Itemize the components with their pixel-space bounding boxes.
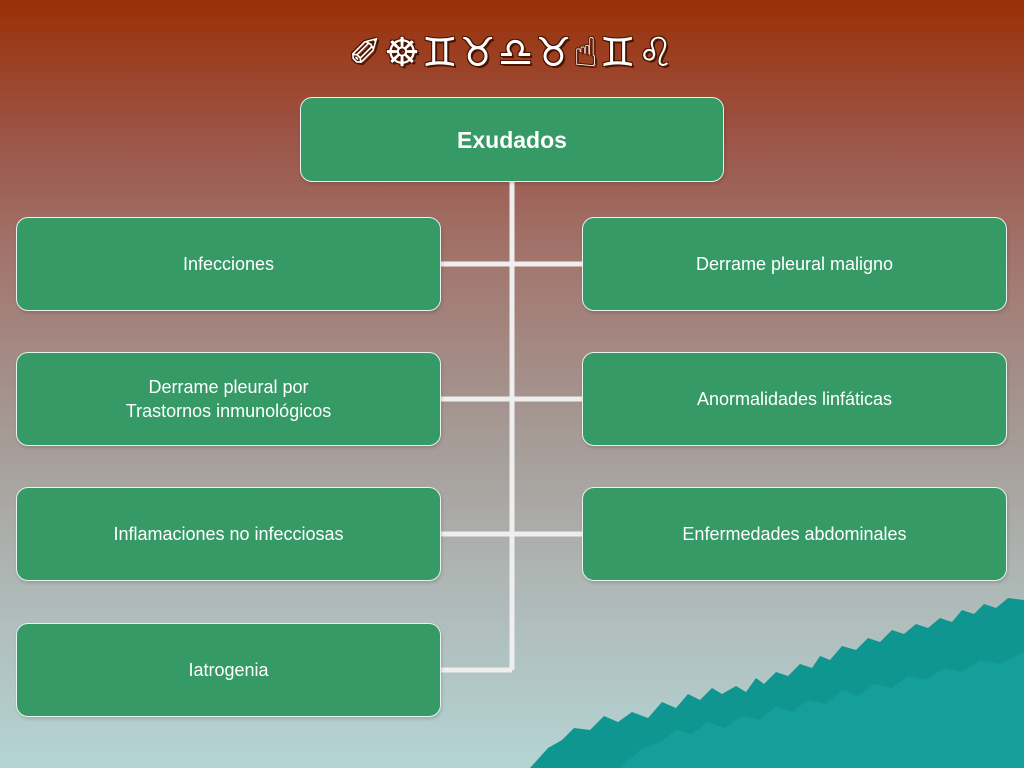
node-exudados: Exudados bbox=[300, 97, 724, 182]
node-anormalidades-linfaticas: Anormalidades linfáticas bbox=[582, 352, 1007, 446]
slide-title: ✐☸♊♉♎♉☝♊♌ bbox=[348, 30, 676, 76]
node-label: Anormalidades linfáticas bbox=[696, 389, 893, 409]
node-iatrogenia: Iatrogenia bbox=[16, 623, 441, 717]
node-label: Iatrogenia bbox=[188, 660, 269, 680]
node-infecciones: Infecciones bbox=[16, 217, 441, 311]
node-label: Derrame pleural por Trastornos inmunológ… bbox=[125, 377, 332, 421]
node-label: Infecciones bbox=[182, 254, 275, 274]
node-label: Inflamaciones no infecciosas bbox=[113, 524, 344, 544]
node-label: Exudados bbox=[457, 126, 567, 153]
node-derrame-pleural-maligno: Derrame pleural maligno bbox=[582, 217, 1007, 311]
node-label: Enfermedades abdominales bbox=[682, 524, 907, 544]
node-enfermedades-abdominales: Enfermedades abdominales bbox=[582, 487, 1007, 581]
mountain-highlight bbox=[620, 652, 1024, 768]
node-label: Derrame pleural maligno bbox=[695, 254, 894, 274]
node-trastornos-inmunologicos: Derrame pleural por Trastornos inmunológ… bbox=[16, 352, 441, 446]
node-inflamaciones-no-infecciosas: Inflamaciones no infecciosas bbox=[16, 487, 441, 581]
